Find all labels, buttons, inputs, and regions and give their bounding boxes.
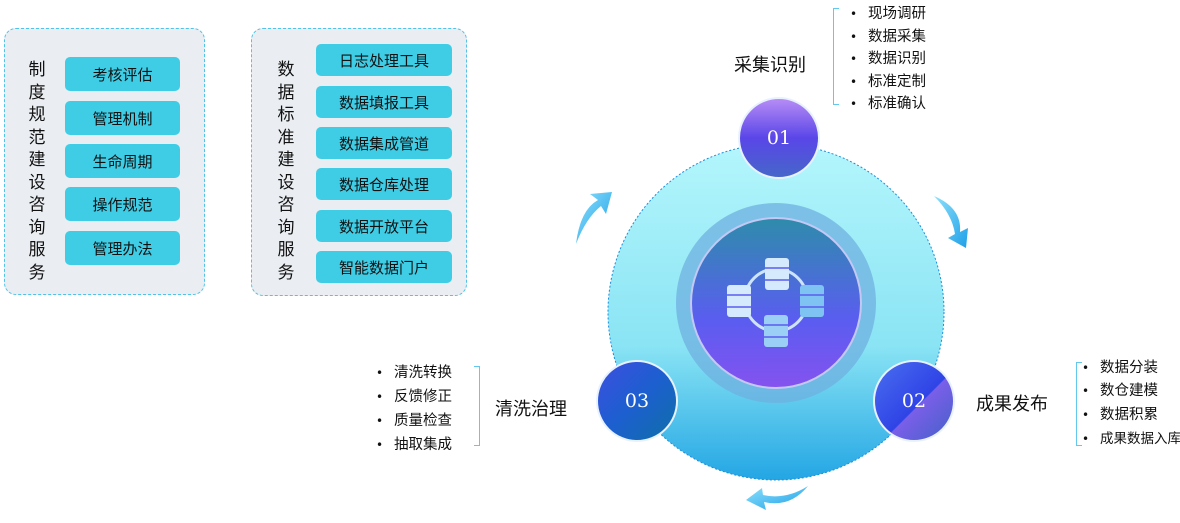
- stage-01-label: 采集识别: [734, 55, 806, 76]
- standard-item[interactable]: 智能数据门户: [316, 251, 452, 283]
- bracket: [1076, 362, 1082, 446]
- list-item: 现场调研: [850, 3, 926, 26]
- stage-02-list: 数据分装 数仓建模 数据积累 成果数据入库: [1082, 357, 1180, 450]
- standard-item[interactable]: 数据集成管道: [316, 127, 452, 159]
- list-item: 质量检查: [376, 410, 452, 434]
- stage-02-badge[interactable]: 02: [873, 360, 955, 442]
- stage-01-badge[interactable]: 01: [738, 97, 820, 179]
- list-item: 成果数据入库: [1082, 428, 1180, 451]
- stage-03-label: 清洗治理: [495, 399, 567, 420]
- policy-item[interactable]: 生命周期: [65, 144, 180, 178]
- stage-03-list: 清洗转换 反馈修正 质量检查 抽取集成: [376, 362, 452, 457]
- arrow-up-right-icon: [576, 192, 612, 244]
- bracket: [833, 8, 839, 105]
- arrow-left-icon: [746, 486, 808, 510]
- list-item: 反馈修正: [376, 386, 452, 410]
- core-circle: [690, 217, 862, 389]
- policy-item[interactable]: 考核评估: [65, 57, 180, 91]
- list-item: 数据采集: [850, 26, 926, 49]
- policy-item[interactable]: 操作规范: [65, 187, 180, 221]
- policy-item[interactable]: 管理机制: [65, 101, 180, 135]
- list-item: 数据分装: [1082, 357, 1180, 380]
- list-item: 标准确认: [850, 93, 926, 116]
- policy-item[interactable]: 管理办法: [65, 231, 180, 265]
- stage-01-list: 现场调研 数据采集 数据识别 标准定制 标准确认: [850, 3, 926, 116]
- list-item: 数仓建模: [1082, 380, 1180, 404]
- standard-item[interactable]: 日志处理工具: [316, 44, 452, 76]
- list-item: 标准定制: [850, 71, 926, 94]
- stage-02-label: 成果发布: [976, 394, 1048, 415]
- server-network-icon: [727, 258, 824, 347]
- bracket: [474, 366, 480, 446]
- standard-item[interactable]: 数据仓库处理: [316, 168, 452, 200]
- stage-03-badge[interactable]: 03: [596, 360, 678, 442]
- list-item: 数据积累: [1082, 404, 1180, 428]
- panel-title: 制度规范建设咨询服务: [28, 60, 46, 283]
- list-item: 清洗转换: [376, 362, 452, 386]
- standard-item[interactable]: 数据开放平台: [316, 210, 452, 242]
- panel-title: 数据标准建设咨询服务: [277, 60, 295, 283]
- standard-item[interactable]: 数据填报工具: [316, 86, 452, 118]
- arrow-down-right-icon: [934, 196, 968, 248]
- list-item: 抽取集成: [376, 434, 452, 457]
- list-item: 数据识别: [850, 48, 926, 71]
